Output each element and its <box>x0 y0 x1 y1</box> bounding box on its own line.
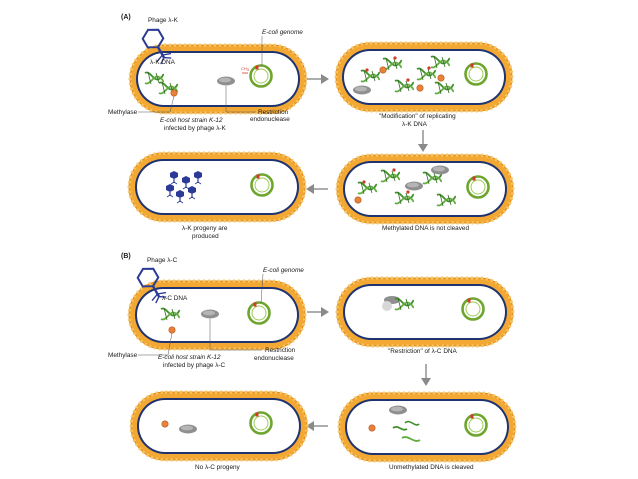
cell-b4 <box>129 390 309 462</box>
ch3-mark: CH3 <box>241 66 250 72</box>
restriction-label-a-line1: Restriction <box>258 109 289 116</box>
methylase-icon-b <box>168 326 176 334</box>
cell-b1 <box>127 263 307 351</box>
arrow-a3-to-a4 <box>305 183 329 195</box>
cell-a1: CH3 <box>128 24 308 115</box>
arrow-a2-to-a3 <box>417 129 429 153</box>
cell-b3 <box>337 391 517 463</box>
restriction-label-b-line1: Restriction <box>265 347 296 354</box>
lambda-c-dna-label: λ-C DNA <box>162 295 188 302</box>
restriction-of-lambda-c-label: "Restriction" of λ-C DNA <box>388 348 458 355</box>
cell-a2 <box>334 41 514 113</box>
progeny-label-line2: produced <box>192 233 219 240</box>
host-label-a-line2: infected by phage λ-K <box>164 125 227 132</box>
arrow-b1-to-b2 <box>306 306 330 318</box>
progeny-label-line1: λ-K progeny are <box>182 225 228 232</box>
restriction-endonuclease-icon-b <box>201 309 219 319</box>
panel-a-tag: (A) <box>121 14 131 21</box>
cleaved-label: Unmethylated DNA is cleaved <box>389 464 474 471</box>
cell-a3 <box>335 153 515 225</box>
cell-b2 <box>335 276 515 348</box>
phage-lambda-k-label: Phage λ-K <box>148 17 179 24</box>
methylase-icon <box>170 89 178 97</box>
modification-label-line1: "Modification" of replicating <box>379 113 456 120</box>
host-label-b-line1: E-coli host strain K-12 <box>158 354 221 361</box>
cell-a4 <box>127 151 307 223</box>
ecoli-genome-label-b: E-coli genome <box>263 267 304 274</box>
no-progeny-label: No λ-C progeny <box>195 464 241 471</box>
restriction-label-a-line2: endonuclease <box>250 116 290 123</box>
panel-a: (A) CH3 Phage λ-K λ-K DNA E-coli genome … <box>108 14 515 240</box>
methylase-label-a: Methylase <box>108 109 138 116</box>
arrow-a1-to-a2 <box>306 73 330 85</box>
host-label-b-line2: infected by phage λ-C <box>163 362 226 369</box>
panel-b: (B) Phage λ-C λ-C DNA E-coli genome Meth… <box>108 253 517 471</box>
methylase-label-b: Methylase <box>108 352 138 359</box>
arrow-b2-to-b3 <box>420 363 432 387</box>
arrow-b3-to-b4 <box>305 420 329 432</box>
restriction-endonuclease-icon <box>217 76 235 86</box>
modification-label-line2: λ-K DNA <box>402 121 428 128</box>
lambda-k-dna-label: λ-K DNA <box>150 59 176 66</box>
panel-b-tag: (B) <box>121 253 131 260</box>
ecoli-genome-label-a: E-coli genome <box>262 29 303 36</box>
not-cleaved-label: Methylated DNA is not cleaved <box>382 225 469 232</box>
phage-lambda-c-label: Phage λ-C <box>147 257 178 264</box>
restriction-label-b-line2: endonuclease <box>254 355 294 362</box>
host-label-a-line1: E-coli host strain K-12 <box>160 117 223 124</box>
